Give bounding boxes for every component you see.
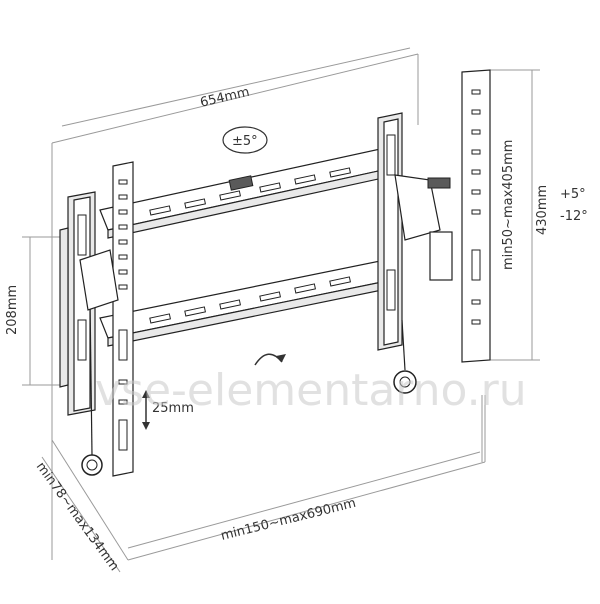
vertical-range-label: min50~max405mm [501,140,516,270]
tilt-center-label: ±5° [232,134,258,149]
tilt-down-label: -12° [560,209,588,224]
tilt-center-badge [222,126,268,154]
watermark: vse-elementarno.ru [95,365,527,416]
left-height-label: 208mm [5,285,20,335]
shift-label: 25mm [152,401,194,416]
side-profile-arm [461,69,491,363]
width-label: 654mm [199,85,251,111]
horizontal-range-label: min150~max690mm [219,496,357,544]
depth-label: min78~max134mm [33,460,122,574]
left-wall-bracket [59,191,96,416]
dimension-lines [22,47,540,573]
left-tv-arm [79,161,134,477]
tilt-up-label: +5° [560,187,586,202]
rotate-arrow-icon [254,353,286,366]
right-wall-bracket [377,112,453,394]
height-label: 430mm [535,185,550,235]
frame-rails [99,147,393,347]
shift-arrow-icon [142,390,150,430]
